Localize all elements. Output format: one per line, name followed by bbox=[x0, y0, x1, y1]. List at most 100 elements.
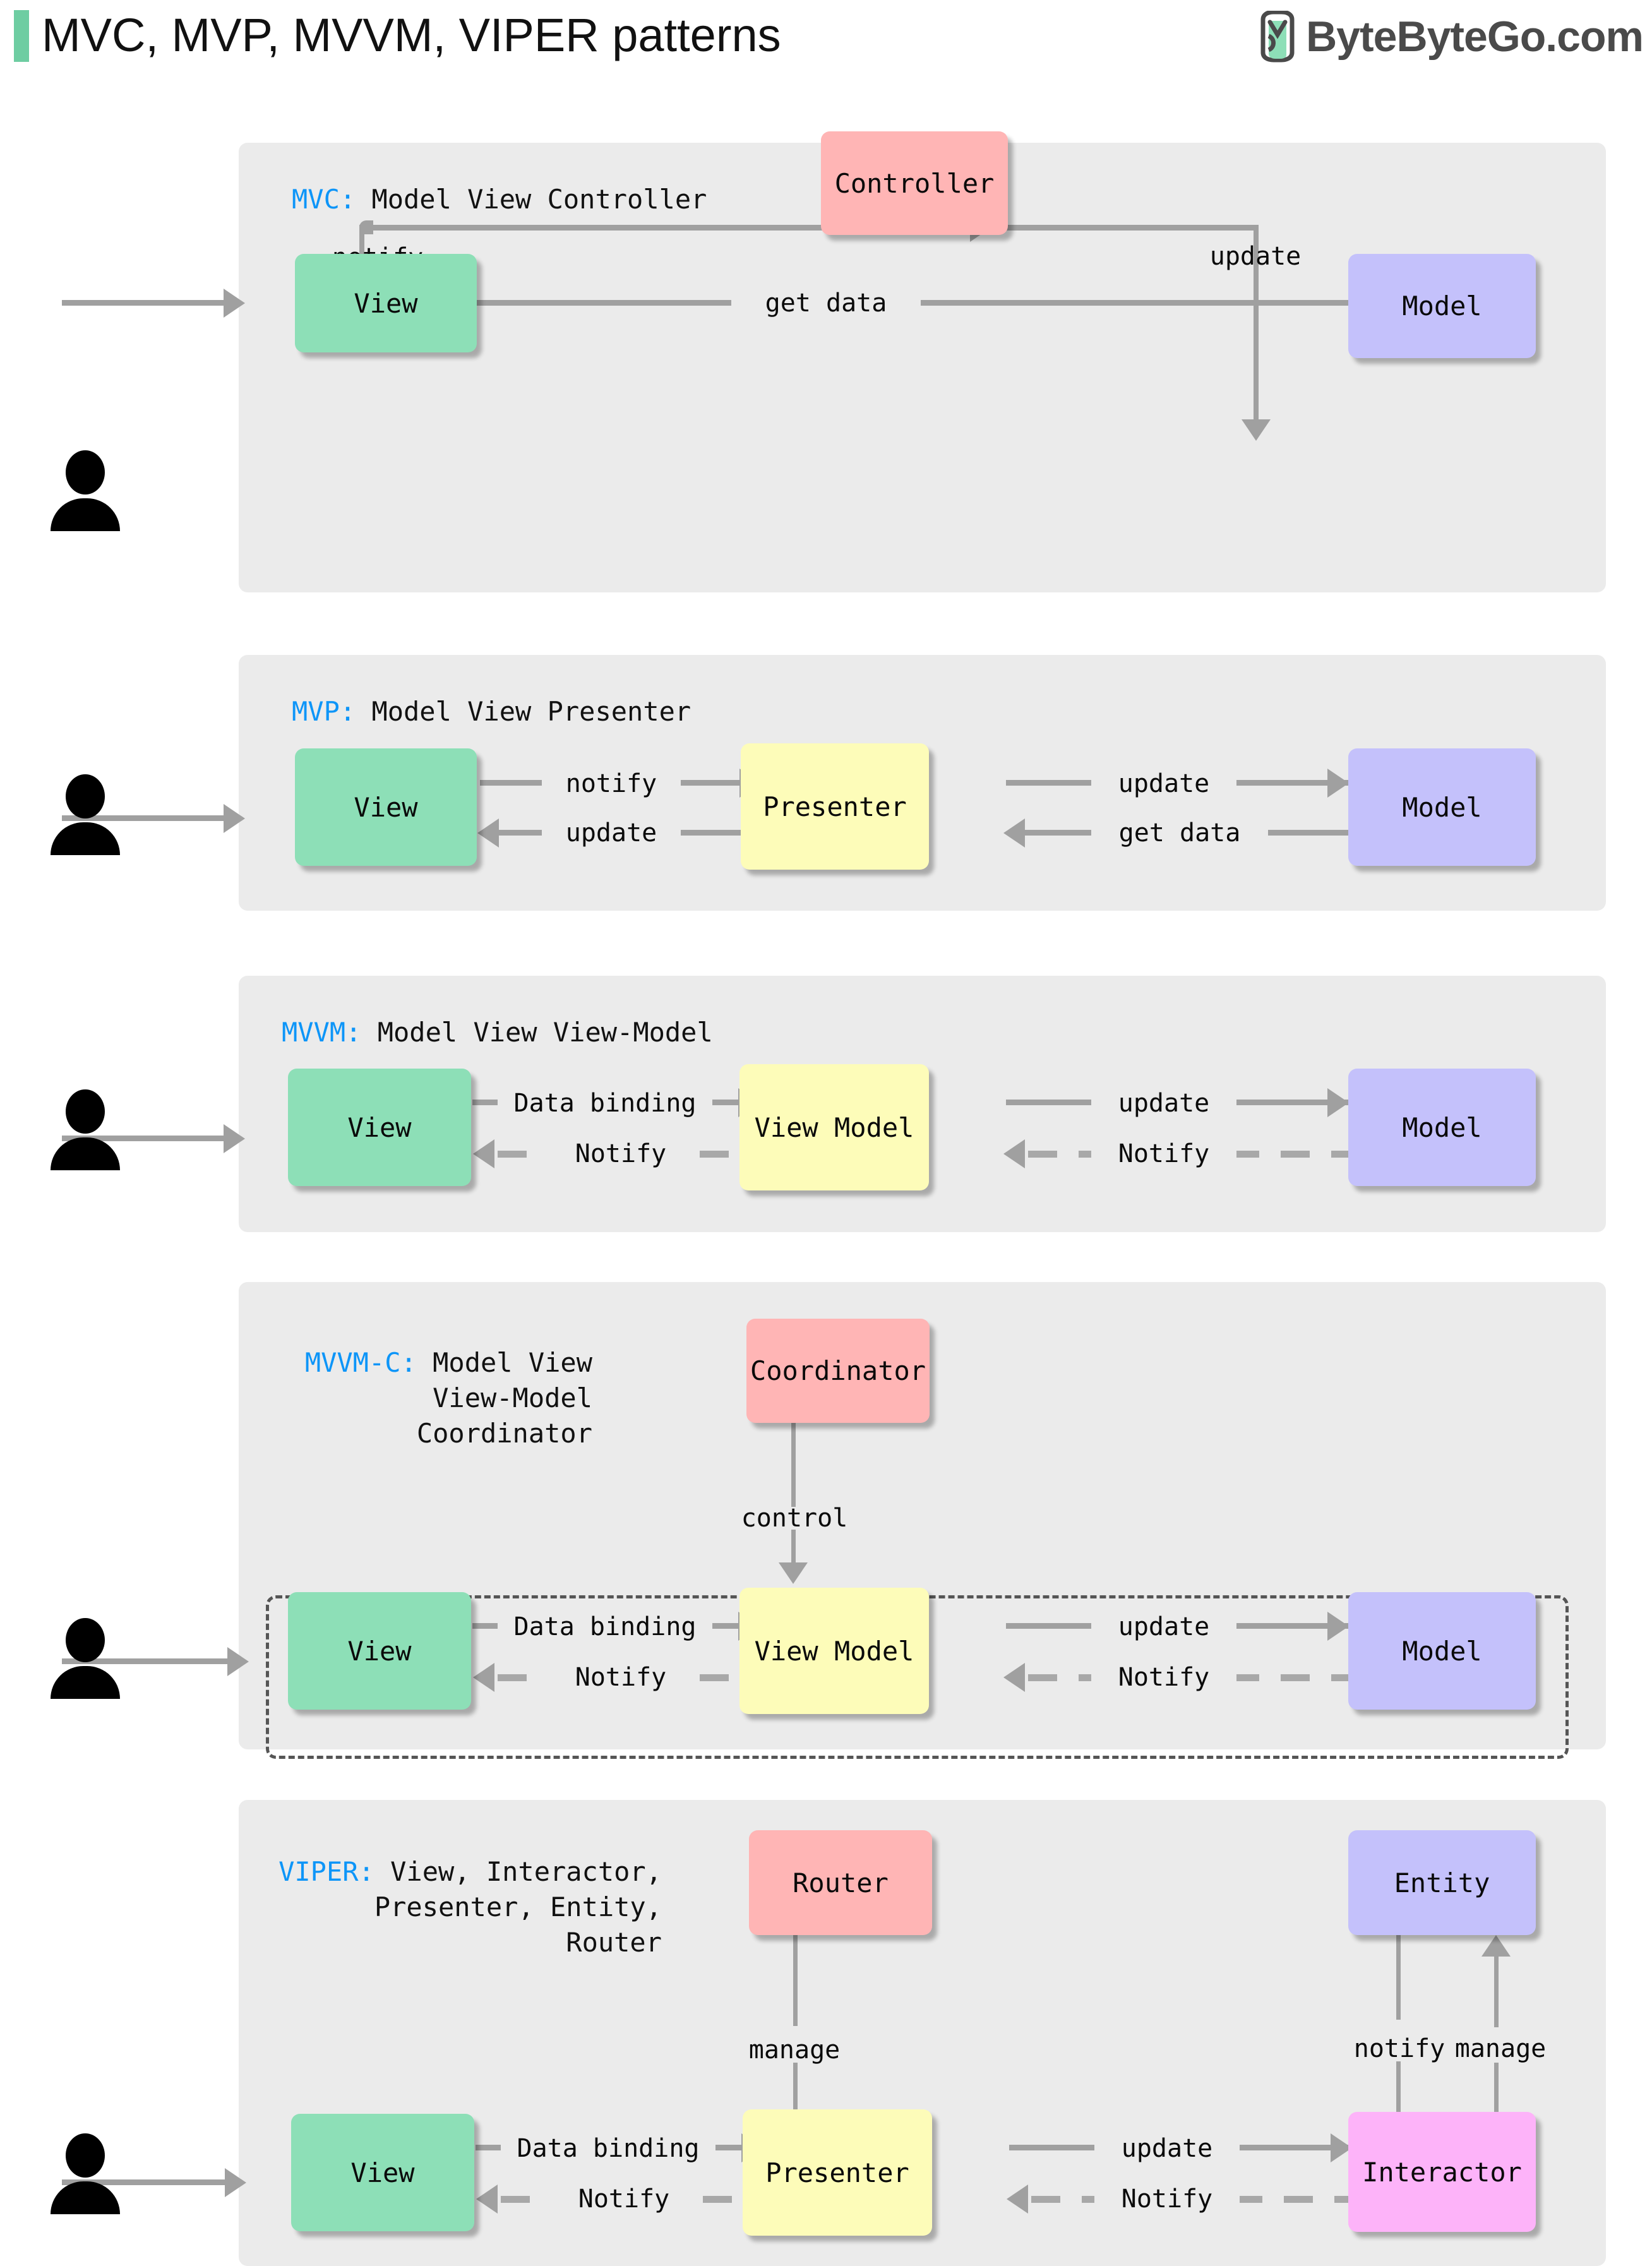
edge-user-to-view-line bbox=[62, 815, 226, 821]
section-mvp: MVP: Model View Presenter notify update … bbox=[62, 655, 1606, 911]
edge-label-update-left: update bbox=[542, 819, 681, 847]
section-viper-title-l2: Presenter, Entity, bbox=[374, 1891, 662, 1922]
edge-label-update: update bbox=[1091, 1613, 1236, 1641]
edge-user-to-view-arrowhead bbox=[224, 1124, 245, 1153]
section-mvvm: MVVM: Model View View-Model Data binding… bbox=[62, 976, 1606, 1232]
edge-label-notify-right: Notify bbox=[1091, 1140, 1236, 1168]
edge-user-to-view-arrowhead bbox=[227, 1647, 249, 1676]
edge-notify-entity-top bbox=[1396, 1935, 1401, 2020]
node-viper-interactor[interactable]: Interactor bbox=[1348, 2112, 1536, 2232]
edge-update-arrowhead bbox=[1242, 419, 1271, 441]
edge-label-notify: notify bbox=[542, 770, 681, 798]
edge-label-notify-left: Notify bbox=[548, 1664, 693, 1691]
actor-head bbox=[66, 1618, 105, 1662]
edge-update-horizontal bbox=[1006, 225, 1259, 231]
edge-notify-right-arrowhead bbox=[1003, 1663, 1025, 1692]
section-mvvm-title-text: Model View View-Model bbox=[377, 1017, 713, 1048]
edge-update-back-arrowhead bbox=[477, 818, 499, 848]
edge-update-arrowhead bbox=[1327, 769, 1349, 798]
edge-label-update: update bbox=[1091, 1089, 1236, 1117]
edge-label-notify-left: Notify bbox=[551, 2185, 697, 2213]
edge-notify-left-arrowhead bbox=[473, 1139, 494, 1168]
node-mvvmc-view[interactable]: View bbox=[288, 1592, 471, 1710]
node-mvc-view[interactable]: View bbox=[295, 254, 477, 352]
edge-notify-horizontal bbox=[359, 225, 972, 231]
edge-user-to-view-arrowhead bbox=[225, 2168, 246, 2197]
node-mvc-model[interactable]: Model bbox=[1348, 254, 1536, 358]
edge-control-top-line bbox=[791, 1423, 796, 1507]
node-mvvmc-view-model[interactable]: View Model bbox=[739, 1588, 929, 1714]
node-mvp-view[interactable]: View bbox=[295, 748, 477, 866]
section-mvp-title: MVP: Model View Presenter bbox=[292, 694, 691, 729]
node-viper-view[interactable]: View bbox=[291, 2114, 474, 2231]
edge-manage-top-line bbox=[793, 1935, 798, 2026]
edge-getdata-arrowhead bbox=[1003, 818, 1025, 848]
edge-label-update: update bbox=[1209, 242, 1302, 271]
section-viper: VIPER: View, Interactor,Presenter, Entit… bbox=[62, 1800, 1606, 2266]
page-title: MVC, MVP, MVVM, VIPER patterns bbox=[42, 9, 781, 61]
section-mvc-title: MVC: Model View Controller bbox=[292, 182, 707, 217]
bytebytego-logo-icon bbox=[1258, 9, 1297, 63]
edge-label-notify-right: Notify bbox=[1091, 1664, 1236, 1691]
actor-icon-mvp bbox=[51, 774, 120, 855]
node-viper-router[interactable]: Router bbox=[749, 1830, 932, 1935]
edge-label-data-binding: Data binding bbox=[498, 1613, 712, 1641]
actor-head bbox=[66, 2133, 105, 2178]
edge-label-notify-left: Notify bbox=[548, 1140, 693, 1168]
edge-label-notify-entity: notify bbox=[1353, 2034, 1446, 2063]
brand-name: ByteByteGo.com bbox=[1306, 13, 1644, 61]
actor-body bbox=[51, 1137, 120, 1170]
section-mvvm-c-tag: MVVM-C: bbox=[304, 1347, 417, 1378]
edge-notify-left-arrowhead bbox=[476, 2185, 498, 2214]
edge-label-get-data: get data bbox=[1091, 819, 1268, 847]
actor-head bbox=[66, 450, 105, 495]
node-mvvm-view-model[interactable]: View Model bbox=[739, 1064, 929, 1190]
node-mvp-model[interactable]: Model bbox=[1348, 748, 1536, 866]
edge-notify-entity-bottom bbox=[1396, 2061, 1401, 2133]
section-mvc-title-text: Model View Controller bbox=[371, 184, 707, 215]
section-mvc: MVC: Model View Controller notify update… bbox=[62, 131, 1606, 592]
edge-user-to-view-line bbox=[62, 1658, 232, 1664]
node-viper-entity[interactable]: Entity bbox=[1348, 1830, 1536, 1935]
section-viper-title-l1: View, Interactor, bbox=[390, 1856, 662, 1887]
page-header: MVC, MVP, MVVM, VIPER patterns ByteByteG… bbox=[0, 0, 1652, 71]
edge-label-update: update bbox=[1094, 2135, 1240, 2162]
edge-label-data-binding: Data binding bbox=[501, 2135, 715, 2162]
section-mvp-title-text: Model View Presenter bbox=[371, 696, 691, 727]
actor-head bbox=[66, 774, 105, 818]
edge-label-control: control bbox=[741, 1504, 848, 1533]
actor-body bbox=[51, 822, 120, 855]
edge-notify-right-arrowhead bbox=[1003, 1139, 1025, 1168]
node-mvvm-model[interactable]: Model bbox=[1348, 1069, 1536, 1186]
section-mvp-tag: MVP: bbox=[292, 696, 356, 727]
node-mvvmc-coordinator[interactable]: Coordinator bbox=[746, 1319, 930, 1423]
actor-icon-viper bbox=[51, 2133, 120, 2214]
actor-icon-mvvm-c bbox=[51, 1618, 120, 1699]
edge-notify-left-arrowhead bbox=[473, 1663, 494, 1692]
edge-update-vertical bbox=[1254, 225, 1259, 421]
brand-logo: ByteByteGo.com bbox=[1258, 9, 1644, 63]
node-mvp-presenter[interactable]: Presenter bbox=[741, 743, 929, 870]
edge-manage-entity-arrowhead bbox=[1481, 1935, 1511, 1957]
edge-user-to-view-line bbox=[62, 1136, 226, 1141]
node-mvvmc-model[interactable]: Model bbox=[1348, 1592, 1536, 1710]
edge-control-bottom-line bbox=[791, 1530, 796, 1565]
section-viper-title-l3: Router bbox=[566, 1927, 662, 1958]
actor-head bbox=[66, 1089, 105, 1134]
edge-user-to-view-line bbox=[62, 2179, 229, 2185]
edge-control-arrowhead bbox=[779, 1562, 808, 1584]
section-mvvm-c-title-l2: View-Model bbox=[433, 1382, 592, 1413]
actor-body bbox=[51, 1666, 120, 1699]
node-viper-presenter[interactable]: Presenter bbox=[743, 2109, 932, 2236]
edge-notify-corner bbox=[359, 220, 373, 234]
edge-notify-right-arrowhead bbox=[1007, 2185, 1028, 2214]
edge-user-to-view-arrowhead bbox=[224, 289, 245, 318]
node-mvc-controller[interactable]: Controller bbox=[821, 131, 1008, 235]
node-mvvm-view[interactable]: View bbox=[288, 1069, 471, 1186]
actor-icon-mvvm bbox=[51, 1089, 120, 1170]
section-mvc-tag: MVC: bbox=[292, 184, 356, 215]
actor-body bbox=[51, 2181, 120, 2214]
actor-body bbox=[51, 498, 120, 531]
